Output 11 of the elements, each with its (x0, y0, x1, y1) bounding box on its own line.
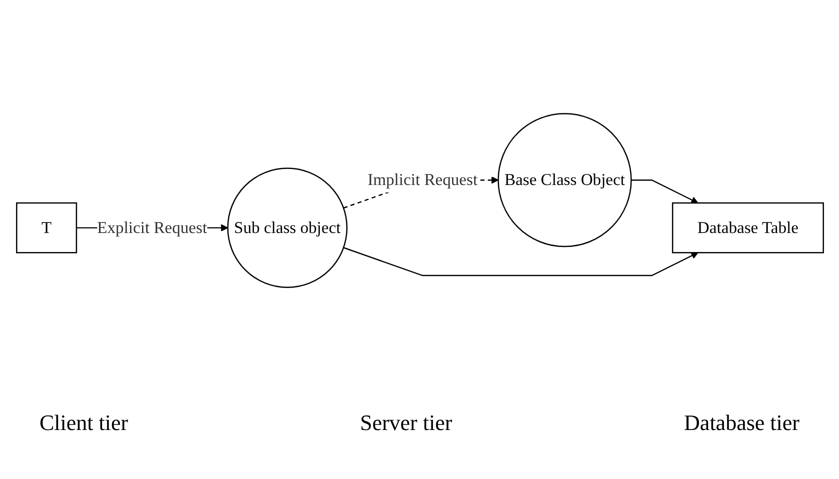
tier-label: Database tier (684, 410, 800, 436)
tier-label: Server tier (360, 410, 452, 436)
node-box: T (16, 202, 77, 253)
node-circle: Base Class Object (497, 112, 632, 247)
arrow (630, 178, 698, 203)
node-box: Database Table (671, 202, 824, 253)
node-circle: Sub class object (226, 167, 348, 288)
arrow (342, 246, 698, 276)
edge-label: Implicit Request (367, 170, 478, 189)
tier-label: Client tier (40, 410, 128, 436)
edge-label: Explicit Request (96, 218, 207, 236)
